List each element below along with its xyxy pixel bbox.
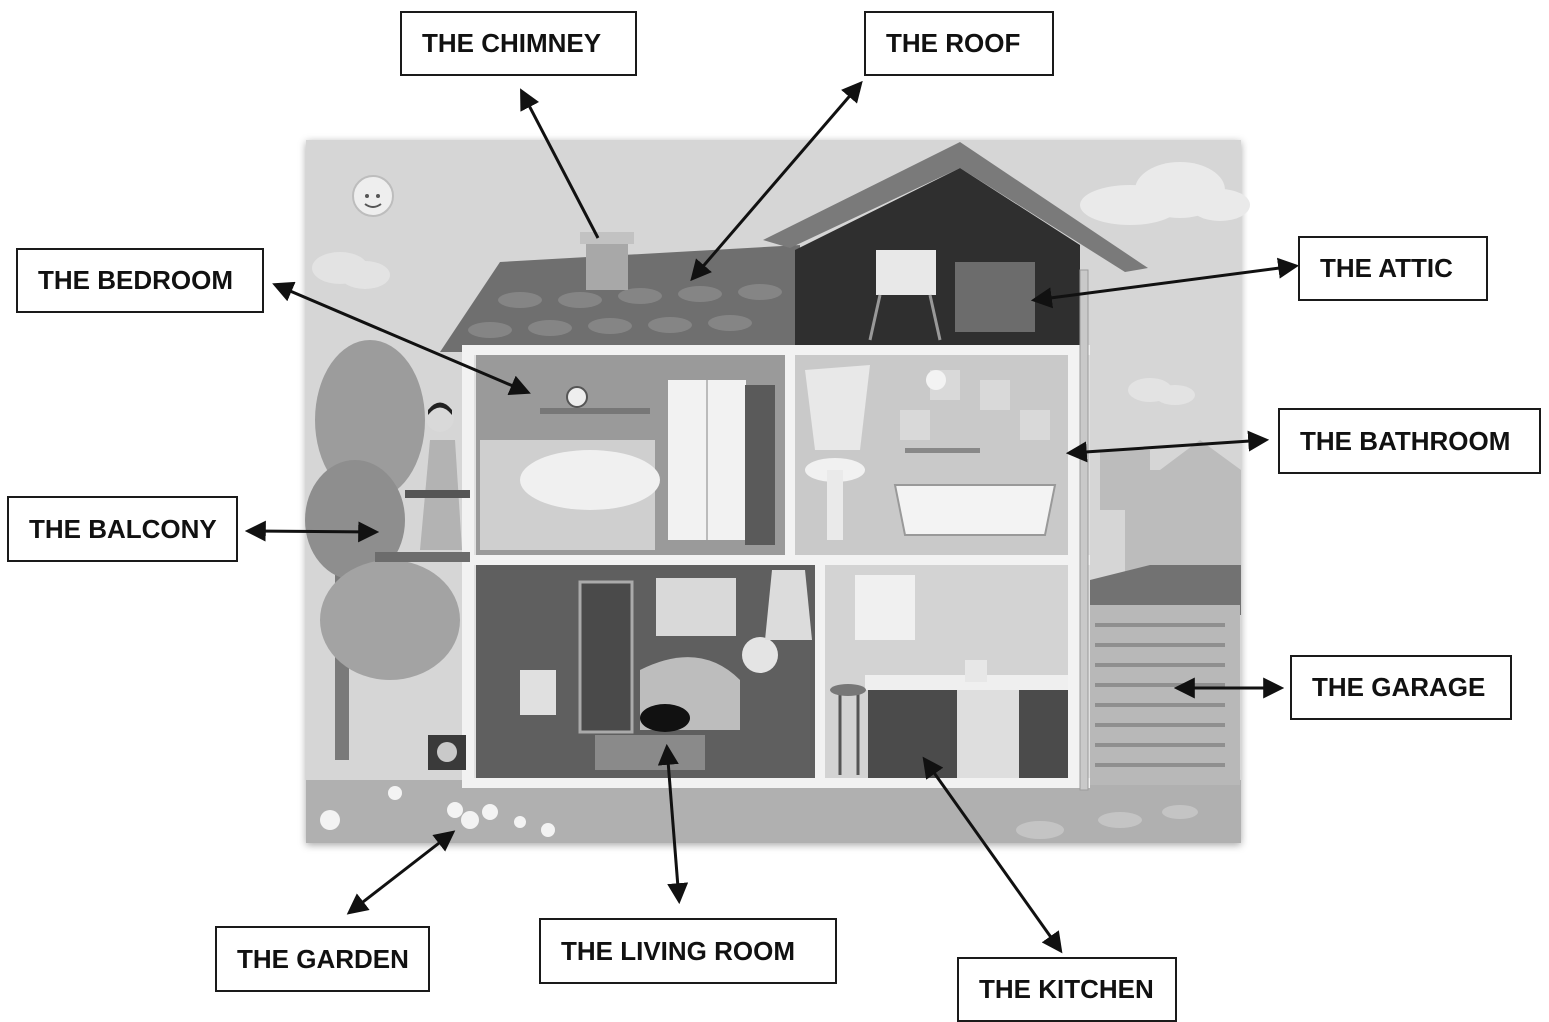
kitchen bbox=[825, 565, 1068, 778]
sun-icon bbox=[353, 176, 393, 216]
label-living-room: THE LIVING ROOM bbox=[539, 918, 837, 984]
ground bbox=[306, 780, 1241, 843]
label-roof: THE ROOF bbox=[864, 11, 1054, 76]
living-room bbox=[476, 565, 815, 778]
drain-pipe bbox=[1080, 270, 1088, 790]
label-garden: THE GARDEN bbox=[215, 926, 430, 992]
label-bedroom: THE BEDROOM bbox=[16, 248, 264, 313]
label-bathroom: THE BATHROOM bbox=[1278, 408, 1541, 474]
balcony-arrow bbox=[249, 531, 375, 532]
garage-building bbox=[1090, 565, 1241, 785]
label-kitchen: THE KITCHEN bbox=[957, 957, 1177, 1022]
dog bbox=[428, 735, 466, 770]
garden-arrow bbox=[350, 833, 452, 912]
label-attic: THE ATTIC bbox=[1298, 236, 1488, 301]
label-garage: THE GARAGE bbox=[1290, 655, 1512, 720]
chimney bbox=[580, 232, 634, 290]
label-balcony: THE BALCONY bbox=[7, 496, 238, 562]
bathroom bbox=[795, 355, 1068, 555]
bedroom bbox=[476, 355, 785, 555]
label-chimney: THE CHIMNEY bbox=[400, 11, 637, 76]
